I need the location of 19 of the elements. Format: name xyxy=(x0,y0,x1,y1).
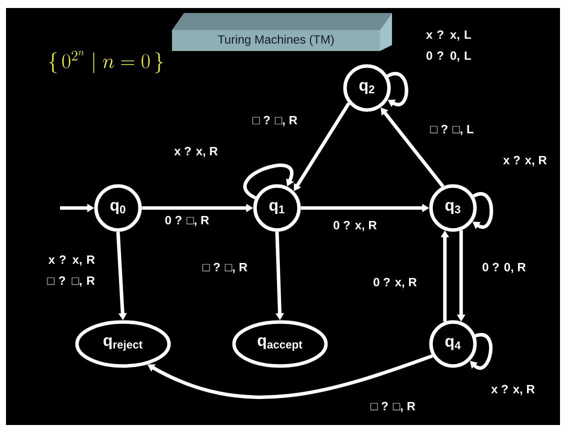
loop-arrow xyxy=(472,192,494,230)
set-formula: $\{\,0^{2^{n}}\mid n=0\,\}$ xyxy=(49,50,163,74)
edge-label: x ? x, R xyxy=(503,156,547,166)
arrow xyxy=(380,108,444,188)
edge-label: 0 ? x, R xyxy=(334,220,377,232)
loop-arrow xyxy=(386,72,408,108)
edge-label: x ? x, R xyxy=(491,384,535,396)
edge-label: □ ? □, R xyxy=(202,262,248,274)
edge-label: x ? x, R □ ? □, R xyxy=(47,255,95,287)
edge-label: 0 ? □, R xyxy=(165,216,209,226)
loop-arrow xyxy=(243,164,294,200)
edge-label: □ ? □, R xyxy=(370,402,416,412)
title-banner: Turing Machines (TM) xyxy=(172,13,392,51)
edge-label: 0 ? x, R xyxy=(374,278,417,288)
edge-label: 0 ? 0, R xyxy=(482,262,526,274)
edge-label: x ? x, L 0 ? 0, L xyxy=(426,30,471,62)
edge-label: x ? x, R xyxy=(174,146,218,158)
edge-label: □ ? □, L xyxy=(430,124,474,136)
edge-label: □ ? □, R xyxy=(252,116,298,126)
